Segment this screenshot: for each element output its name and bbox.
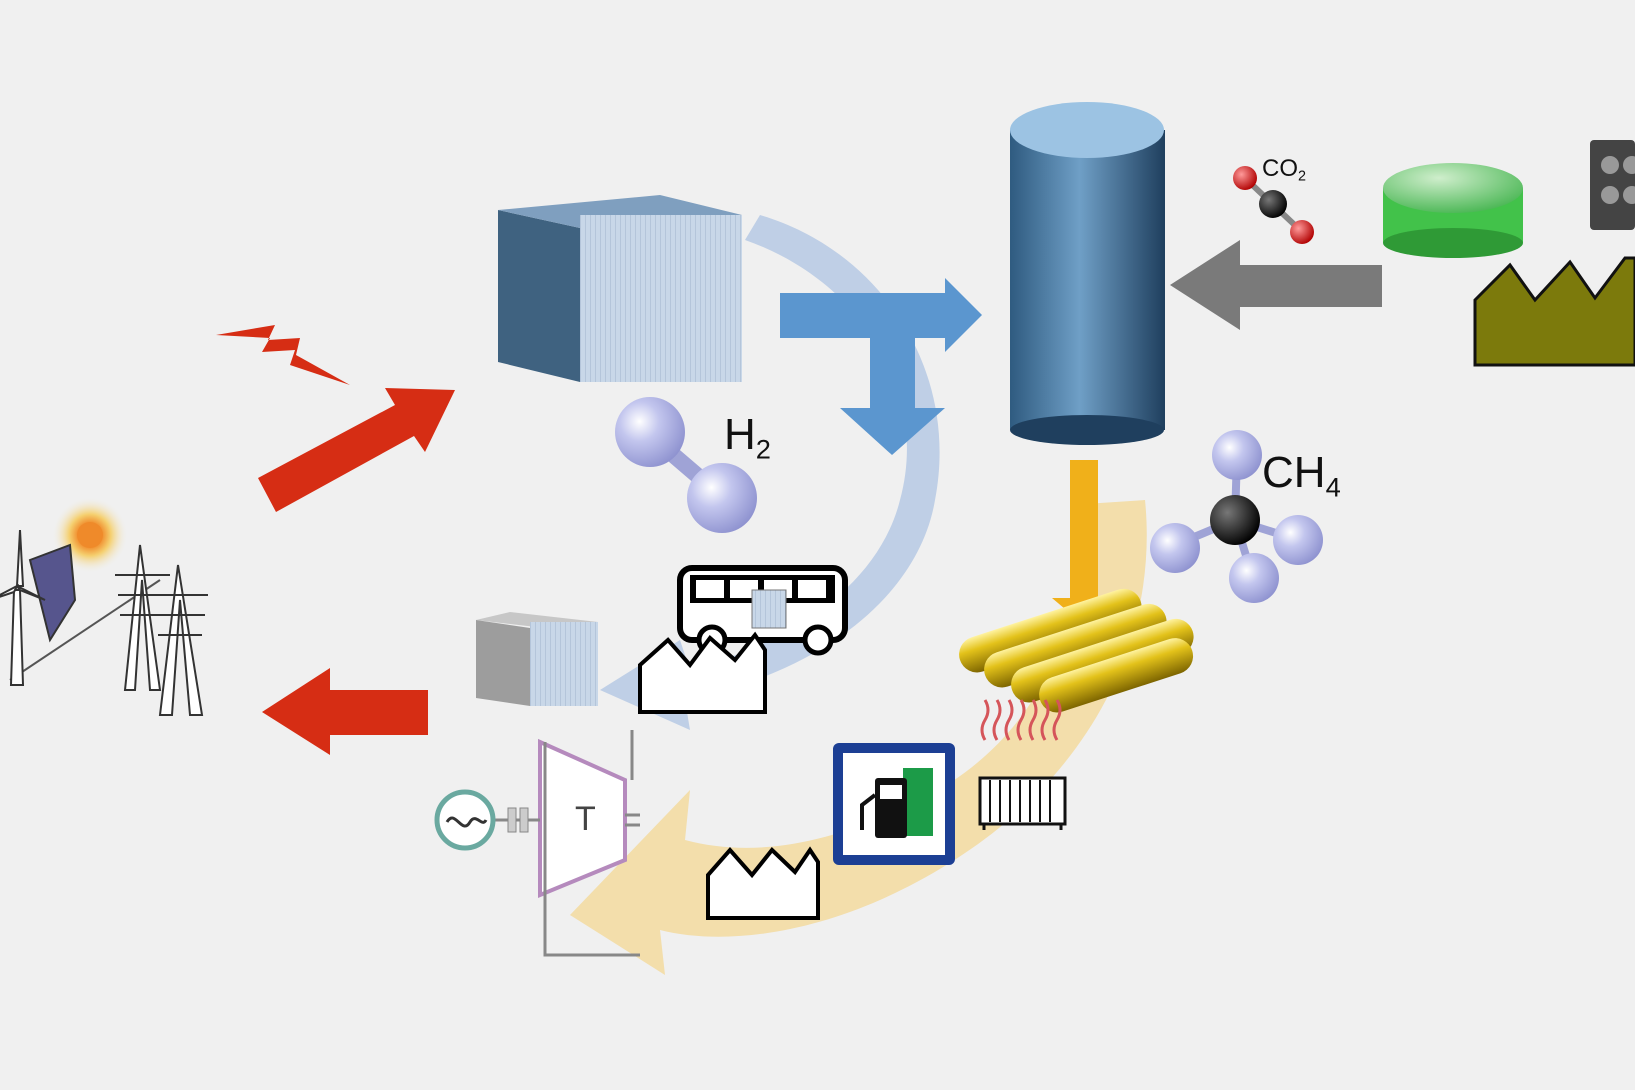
wind-turbine-icon	[0, 529, 46, 686]
industry-factory-icon	[1473, 140, 1635, 367]
co2-molecule-icon	[1233, 166, 1314, 244]
methanation-reactor-icon	[1010, 102, 1165, 445]
fuel-station-sign-icon	[833, 743, 955, 865]
generator-icon	[434, 789, 496, 851]
methane-molecule-icon	[1150, 430, 1323, 603]
hydrogen-storage-icon	[476, 612, 598, 706]
electricity-in-arrow	[258, 388, 455, 512]
power-pylon-icon	[115, 544, 208, 716]
electricity-out-arrow	[262, 668, 428, 755]
hydrogen-cycle-arrow	[600, 215, 940, 730]
lightning-icon	[216, 325, 350, 385]
factory-icon-small	[706, 846, 820, 920]
hydrogen-flow-arrow	[780, 278, 982, 455]
gas-turbine-icon	[495, 730, 640, 957]
renewables-cluster	[0, 497, 208, 716]
co2-flow-arrow	[1170, 240, 1382, 330]
hydrogen-molecule-icon	[615, 397, 757, 533]
bus-icon	[677, 565, 848, 656]
biogas-tank-icon	[1383, 163, 1523, 258]
methane-cycle-arrow	[570, 500, 1147, 975]
heating-radiator-icon	[978, 699, 1067, 830]
gas-storage-pipes-icon	[959, 588, 1194, 713]
electrolyzer-icon	[498, 195, 742, 382]
factory-icon	[638, 631, 767, 714]
